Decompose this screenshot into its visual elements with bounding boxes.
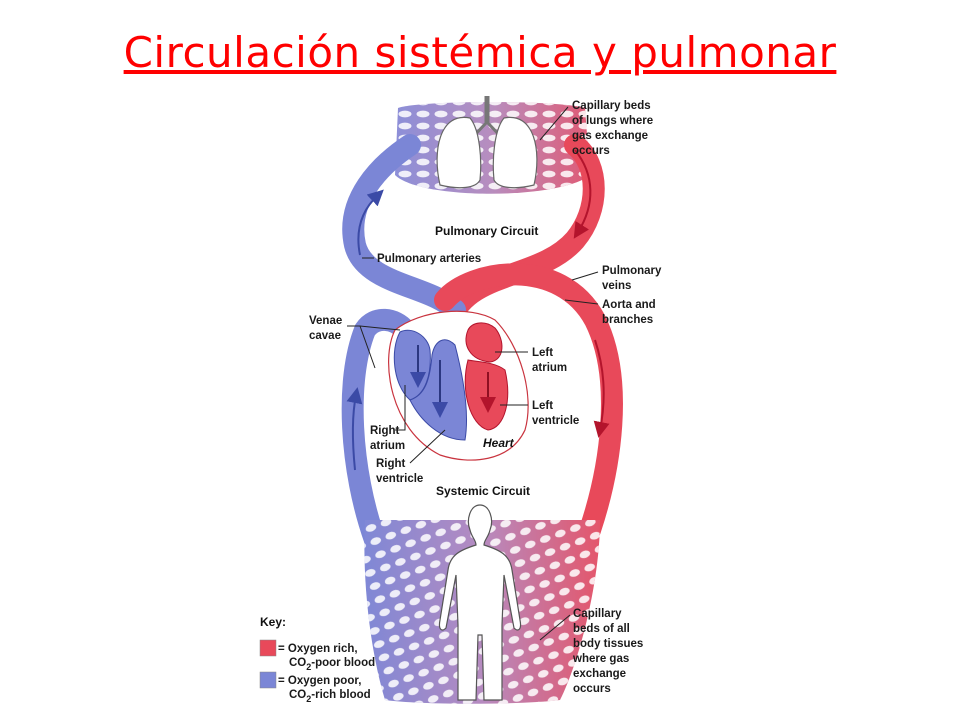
svg-text:body tissues: body tissues: [573, 638, 643, 650]
label-heart: Heart: [483, 436, 515, 450]
svg-text:Right: Right: [376, 458, 406, 470]
svg-text:Aorta and: Aorta and: [602, 299, 656, 311]
svg-text:atrium: atrium: [370, 440, 405, 452]
svg-text:CO2-rich blood: CO2-rich blood: [289, 689, 371, 704]
label-aorta: Aorta and branches: [564, 299, 656, 326]
label-venae-cavae: Venae cavae: [309, 315, 401, 369]
legend-swatch-oxygen-rich: [259, 639, 277, 657]
svg-text:Venae: Venae: [309, 315, 342, 327]
legend-title: Key:: [260, 615, 286, 629]
human-figure: [438, 504, 522, 701]
heart: [388, 310, 529, 461]
label-systemic-circuit: Systemic Circuit: [436, 484, 530, 498]
svg-text:Capillary beds: Capillary beds: [572, 100, 651, 112]
lungs-illustration: [436, 96, 538, 189]
svg-text:exchange: exchange: [573, 668, 626, 680]
label-pulmonary-veins: Pulmonary veins: [571, 265, 662, 292]
svg-text:Capillary: Capillary: [573, 608, 622, 620]
svg-text:branches: branches: [602, 314, 653, 326]
svg-text:occurs: occurs: [573, 683, 611, 695]
label-right-ventricle: Right ventricle: [376, 429, 446, 485]
label-pulmonary-arteries: Pulmonary arteries: [362, 253, 481, 265]
svg-text:beds of all: beds of all: [573, 623, 630, 635]
svg-text:occurs: occurs: [572, 145, 610, 157]
left-ventricle: [464, 359, 509, 431]
right-ventricle: [409, 339, 468, 441]
aorta-vessel: [434, 263, 623, 541]
svg-text:of lungs where: of lungs where: [572, 115, 653, 127]
label-left-ventricle: Left ventricle: [500, 400, 579, 427]
legend: Key: = Oxygen rich, CO2-poor blood = Oxy…: [259, 615, 375, 704]
svg-text:veins: veins: [602, 280, 631, 292]
label-left-atrium: Left atrium: [495, 347, 567, 374]
venae-cavae-vessel: [341, 308, 416, 551]
svg-text:gas exchange: gas exchange: [572, 130, 648, 142]
label-capillary-lungs: Capillary beds of lungs where gas exchan…: [539, 100, 653, 157]
label-pulmonary-circuit: Pulmonary Circuit: [435, 224, 538, 238]
svg-text:Pulmonary: Pulmonary: [602, 265, 662, 277]
svg-text:cavae: cavae: [309, 330, 341, 342]
svg-text:CO2-poor blood: CO2-poor blood: [289, 657, 375, 672]
svg-text:Left: Left: [532, 347, 553, 359]
left-atrium: [465, 322, 503, 363]
label-capillary-body: Capillary beds of all body tissues where…: [539, 608, 643, 695]
svg-text:Right: Right: [370, 425, 400, 437]
svg-text:where gas: where gas: [572, 653, 629, 665]
svg-text:ventricle: ventricle: [532, 415, 579, 427]
legend-label-oxygen-rich: = Oxygen rich,: [278, 643, 358, 655]
slide-title: Circulación sistémica y pulmonar: [123, 28, 837, 77]
pulmonary-artery-vessel: [342, 134, 466, 321]
svg-text:atrium: atrium: [532, 362, 567, 374]
svg-text:ventricle: ventricle: [376, 473, 423, 485]
legend-label-oxygen-poor: = Oxygen poor,: [278, 675, 361, 687]
legend-swatch-oxygen-poor: [259, 671, 277, 689]
svg-text:Left: Left: [532, 400, 553, 412]
label-right-atrium: Right atrium: [370, 385, 406, 452]
svg-text:Pulmonary arteries: Pulmonary arteries: [377, 253, 481, 265]
